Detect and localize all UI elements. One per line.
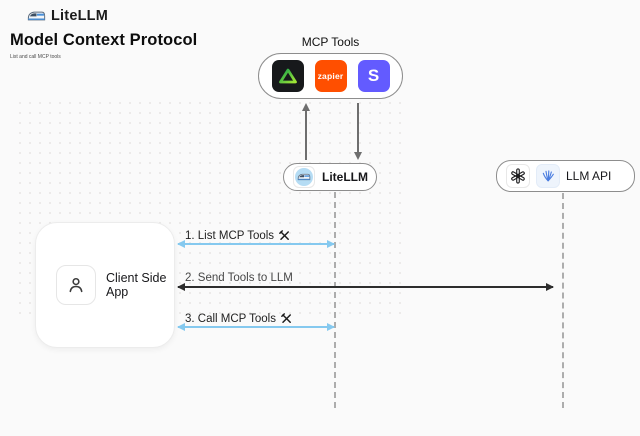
openai-icon: [506, 164, 530, 188]
arrow-send-tools-to-llm: [177, 282, 554, 291]
seq-step-3-text: 3. Call MCP Tools: [185, 312, 276, 325]
arrow-mcp-to-litellm: [354, 103, 361, 160]
stripe-tool-icon: S: [357, 60, 390, 92]
page-title: Model Context Protocol: [10, 31, 198, 49]
brand-name: LiteLLM: [51, 8, 108, 24]
seq-step-1-label: 1. List MCP Tools: [185, 229, 291, 242]
page-subtitle: List and call MCP tools: [10, 54, 61, 60]
person-icon: [56, 265, 96, 305]
litellm-node-label: LiteLLM: [322, 170, 368, 184]
arrow-call-mcp-tools: [177, 322, 335, 331]
zapier-logo-text: zapier: [317, 71, 344, 81]
arrow-litellm-to-mcp: [302, 103, 309, 160]
stripe-logo-text: S: [367, 66, 380, 85]
llm-api-lifeline: [562, 193, 564, 408]
green-triangle-tool-icon: [271, 60, 304, 92]
brand: LiteLLM: [27, 8, 108, 24]
llm-api-node-label: LLM API: [566, 169, 612, 183]
seq-step-2-text: 2. Send Tools to LLM: [185, 272, 293, 284]
blue-provider-icon: [536, 164, 560, 188]
litellm-badge: [293, 166, 315, 188]
mcp-tools-node: zapier S: [258, 53, 403, 99]
client-side-app-node: Client Side App: [35, 222, 175, 348]
llm-api-node: LLM API: [496, 160, 635, 192]
tools-icon: [281, 313, 291, 323]
litellm-lifeline: [334, 192, 336, 408]
zapier-tool-icon: zapier: [314, 60, 347, 92]
client-node-label: Client Side App: [106, 271, 167, 299]
tools-icon: [279, 230, 290, 240]
litellm-train-icon: [295, 168, 313, 186]
seq-step-3-label: 3. Call MCP Tools: [185, 312, 293, 325]
seq-step-1-text: 1. List MCP Tools: [185, 229, 275, 242]
mcp-tools-label: MCP Tools: [301, 35, 360, 49]
arrow-list-mcp-tools: [177, 239, 335, 248]
seq-step-2-label: 2. Send Tools to LLM: [185, 272, 293, 284]
train-logo-icon: [27, 11, 46, 21]
litellm-node: LiteLLM: [283, 163, 377, 191]
